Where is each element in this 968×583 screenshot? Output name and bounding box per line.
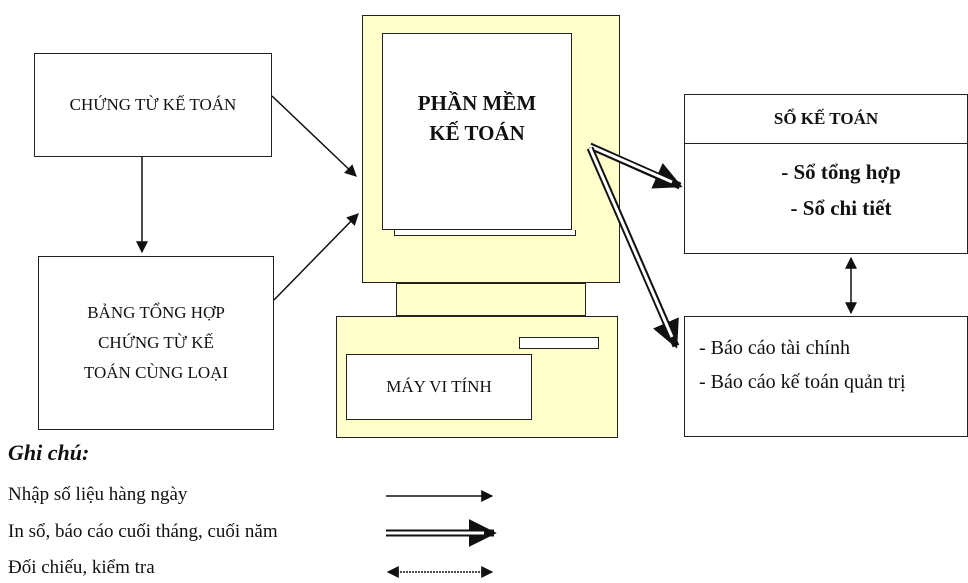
so-tong-hop: - Sổ tổng hợp — [781, 160, 901, 184]
bang-tong-hop-line-3: TOÁN CÙNG LOẠI — [83, 363, 229, 382]
bang-tong-hop-box: BẢNG TỔNG HỢP CHỨNG TỪ KẾ TOÁN CÙNG LOẠI — [38, 256, 274, 430]
bao-cao-tai-chinh: - Báo cáo tài chính — [699, 337, 851, 359]
so-ke-toan-box: SỔ KẾ TOÁN - Sổ tổng hợp - Sổ chi tiết — [684, 94, 968, 254]
may-vi-tinh-box: MÁY VI TÍNH — [346, 354, 532, 420]
floppy-slot — [519, 337, 599, 349]
so-ke-toan-title: SỔ KẾ TOÁN — [773, 109, 879, 128]
legend-item-print: In sổ, báo cáo cuối tháng, cuối năm — [8, 521, 278, 542]
phan-mem-label: PHẦN MỀM KẾ TOÁN — [417, 91, 537, 145]
bang-tong-hop-line-2: CHỨNG TỪ KẾ — [98, 333, 214, 352]
so-chi-tiet: - Sổ chi tiết — [790, 196, 892, 220]
so-ke-toan-header: SỔ KẾ TOÁN — [685, 95, 967, 144]
chung-tu-box: CHỨNG TỪ KẾ TOÁN — [34, 53, 272, 157]
so-ke-toan-items: - Sổ tổng hợp - Sổ chi tiết — [685, 144, 967, 226]
bao-cao-quan-tri: - Báo cáo kế toán quản trị — [699, 371, 906, 393]
bang-tong-hop-line-1: BẢNG TỔNG HỢP — [87, 303, 225, 322]
arrow-print-to-so-ke-toan — [588, 142, 683, 190]
legend-item-check: Đối chiếu, kiểm tra — [8, 557, 155, 578]
monitor-screen-bottom — [394, 230, 576, 236]
bao-cao-box: - Báo cáo tài chính - Báo cáo kế toán qu… — [684, 316, 968, 437]
arrow-bangtonghop-to-phanmem — [273, 213, 359, 301]
legend-item-daily: Nhập số liệu hàng ngày — [8, 484, 188, 505]
monitor-screen — [382, 33, 572, 230]
computer-stand — [396, 283, 586, 316]
legend-title: Ghi chú: — [8, 440, 90, 465]
arrow-print-to-bao-cao — [586, 146, 680, 349]
chung-tu-label: CHỨNG TỪ KẾ TOÁN — [69, 95, 237, 114]
may-vi-tinh-label: MÁY VI TÍNH — [386, 377, 492, 396]
arrow-chungtu-to-phanmem — [271, 95, 357, 177]
